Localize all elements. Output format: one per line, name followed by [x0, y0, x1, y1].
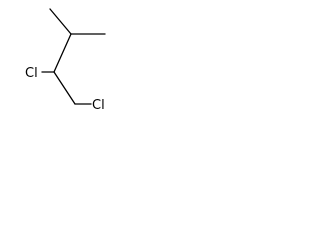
- bond-isopropyl-to-chiral-carbon: [53, 33, 72, 73]
- skeletal-structure-diagram: Cl Cl: [25, 8, 106, 113]
- chlorine-atom-label: Cl: [92, 98, 105, 113]
- chlorine-atom-label: Cl: [25, 66, 38, 81]
- bond-methyl-left: [49, 8, 72, 35]
- bond-chiral-carbon-to-methylene: [53, 71, 76, 105]
